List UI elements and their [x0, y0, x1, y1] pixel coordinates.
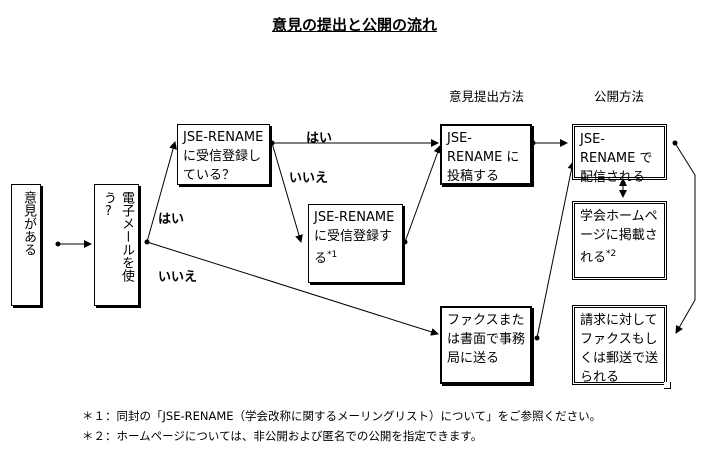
label-no-email: いいえ — [158, 270, 198, 285]
box-have-opinion: 意見がある — [11, 184, 41, 306]
corner-mark — [664, 382, 671, 389]
homepage-text: 学会ホームページに掲載される — [580, 209, 658, 266]
diagram-title: 意見の提出と公開の流れ — [271, 16, 437, 34]
label-yes-email: はい — [158, 212, 185, 227]
register-text: JSE-RENAME に受信登録する — [314, 210, 395, 267]
header-submit-method: 意見提出方法 — [449, 89, 525, 104]
footnote-1: ＊１：同封の「JSE-RENAME（学会改称に関するメーリングリスト）について」… — [82, 409, 602, 423]
header-publish-method: 公開方法 — [594, 89, 645, 104]
box-use-email: 電子メールを使う? — [94, 184, 139, 306]
box-fax-mail: ファクスまたは書面で事務局に送る — [440, 306, 532, 384]
box-homepage: 学会ホームページに掲載される*2 — [572, 201, 667, 280]
box-on-request: 請求に対してファクスもしくは郵送で送られる — [572, 305, 667, 385]
label-no-registered: いいえ — [289, 171, 329, 186]
homepage-note-mark: *2 — [606, 249, 617, 259]
register-note-mark: *1 — [327, 250, 338, 260]
box-post: JSE-RENAME に投稿する — [440, 124, 532, 185]
label-yes-registered: はい — [306, 131, 333, 146]
box-registered-question: JSE-RENAME に受信登録している？ — [177, 124, 270, 185]
footnote-2: ＊２：ホームページについては、非公開および匿名での公開を指定できます。 — [82, 429, 483, 443]
box-distributed: JSE-RENAME で配信される — [572, 124, 667, 185]
box-register: JSE-RENAME に受信登録する*1 — [308, 204, 403, 283]
